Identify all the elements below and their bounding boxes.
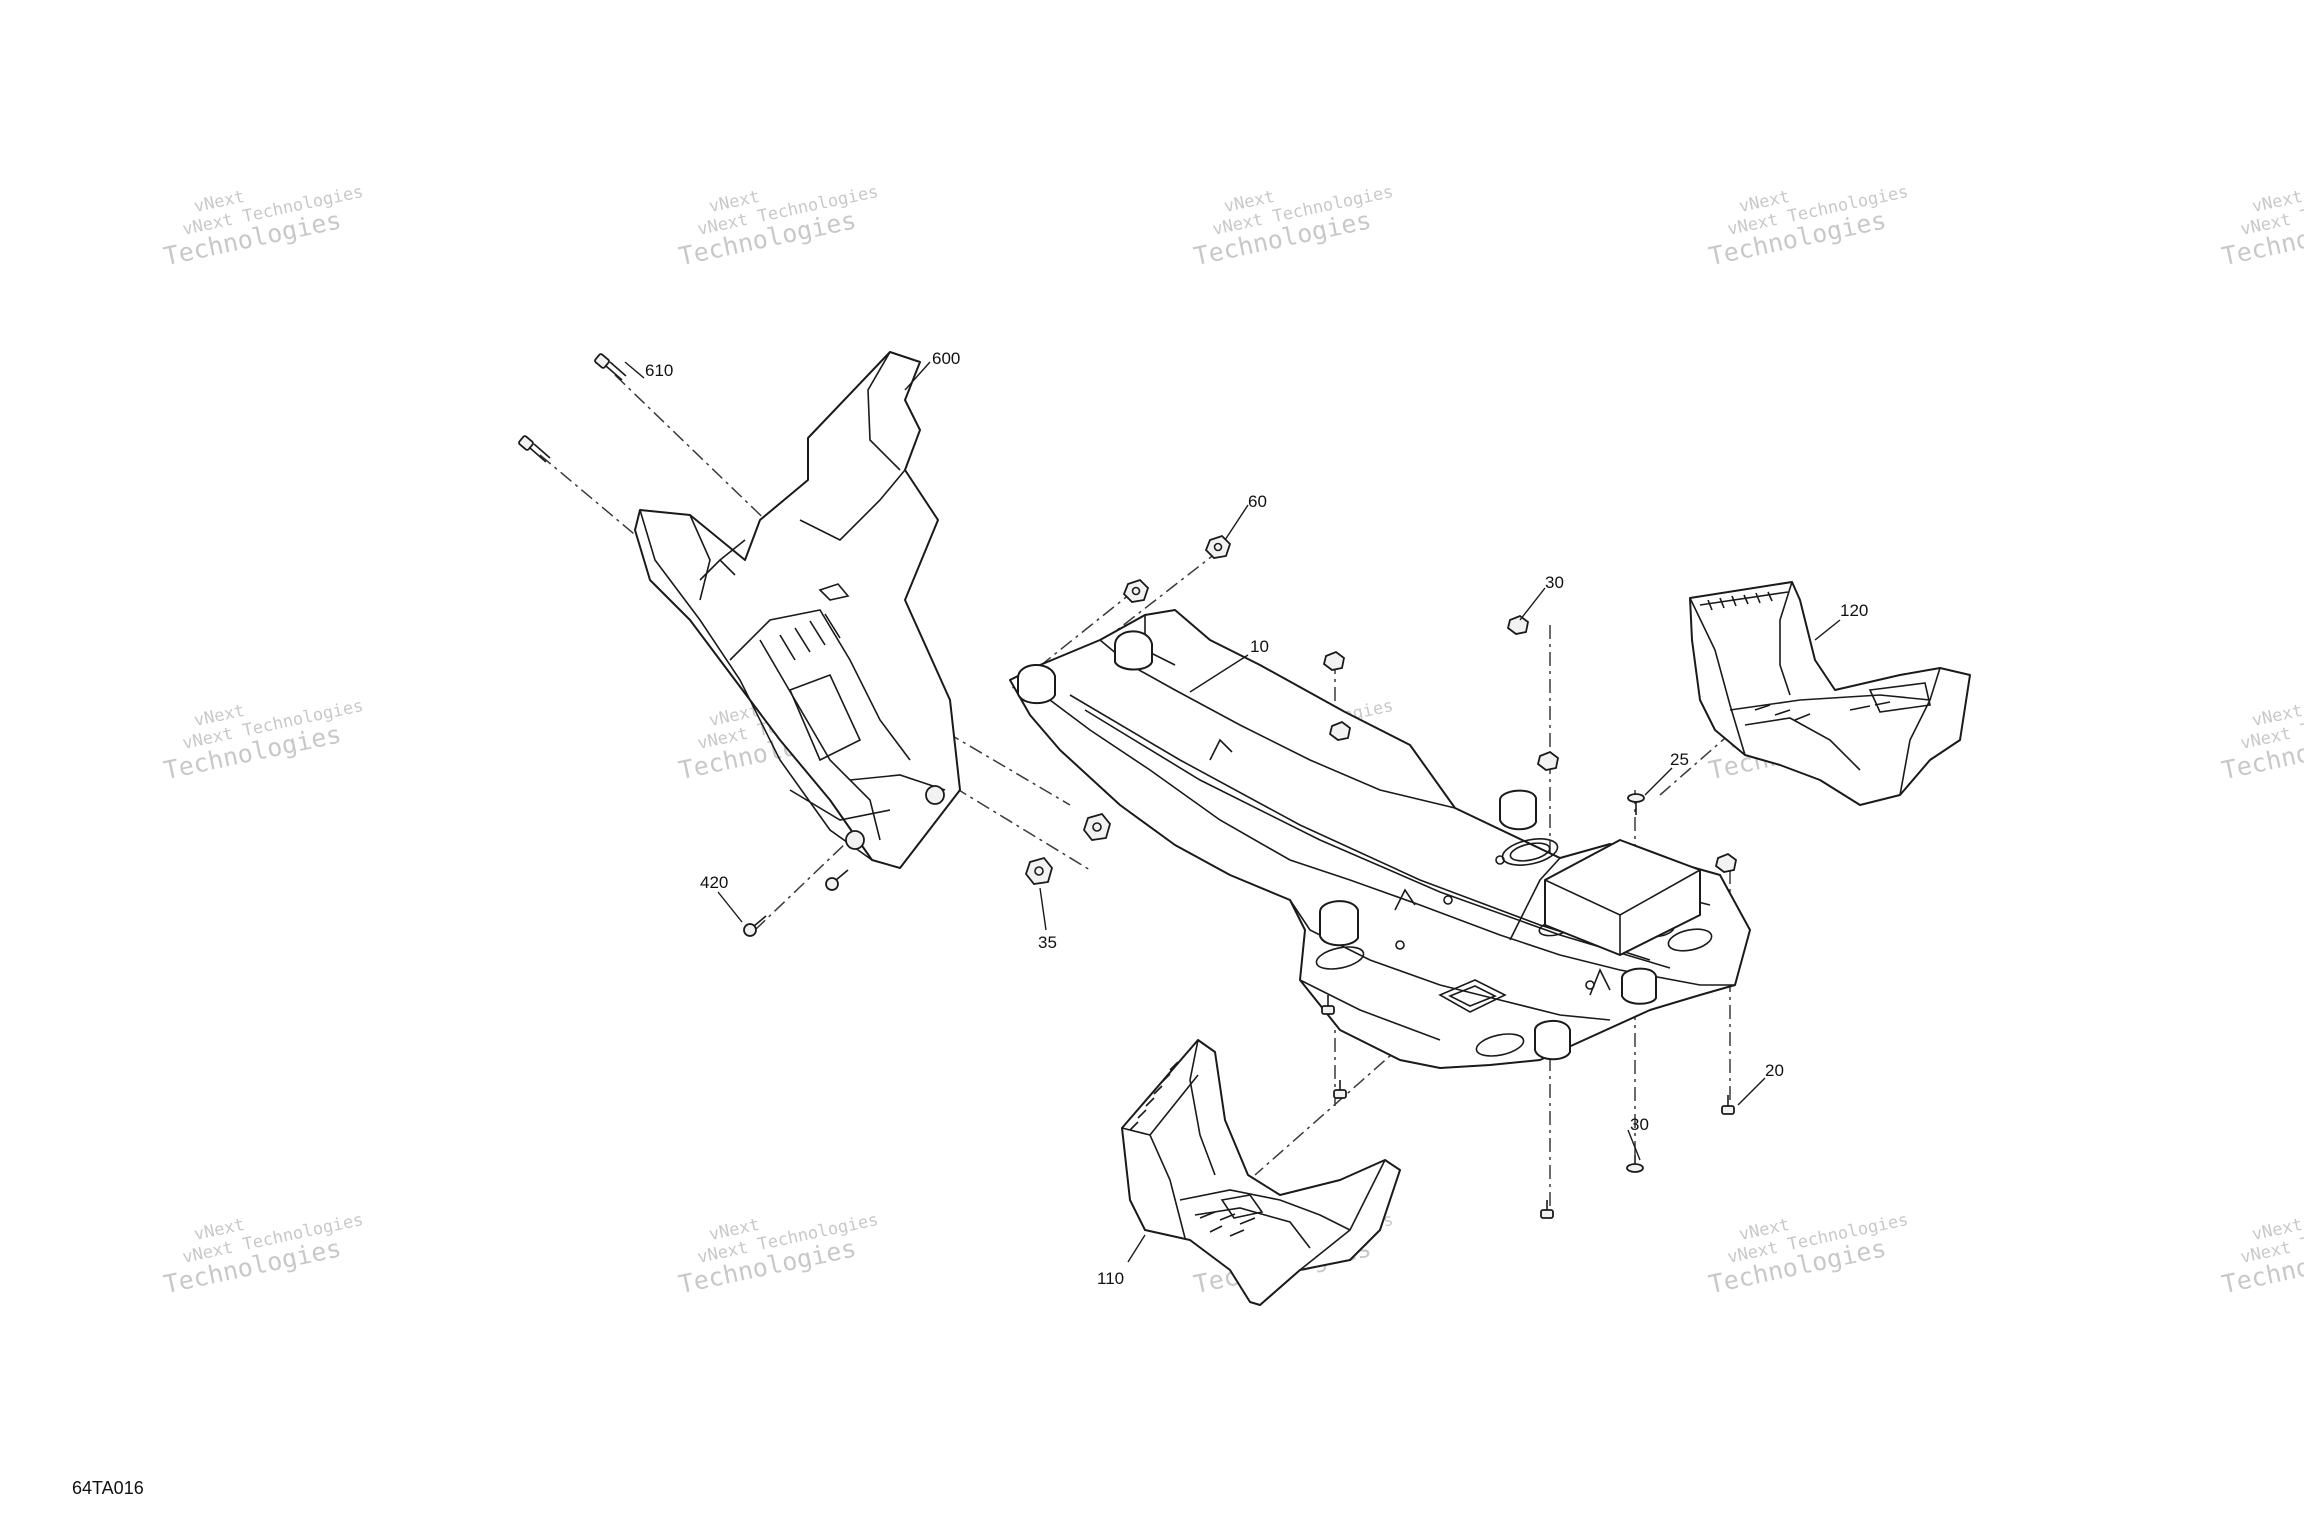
- watermark: vNext vNext Technologies Technologies: [2219, 182, 2304, 271]
- nut-35-a: [1082, 812, 1111, 841]
- callout-600: 600: [932, 349, 960, 368]
- bolt-bottom-a: [1321, 995, 1335, 1015]
- watermark: vNext vNext Technologies Technologies: [161, 182, 365, 271]
- watermark: vNext vNext Technologies Technologies: [676, 182, 880, 271]
- diagram-reference-code: 64TA016: [72, 1478, 144, 1498]
- hardware: [518, 353, 1737, 1219]
- nut-30-top: [1506, 614, 1529, 635]
- watermark: vNext vNext Technologies Technologies: [676, 1210, 880, 1299]
- rivet-25: [1627, 793, 1645, 815]
- nut-top-a: [1322, 650, 1345, 671]
- watermark: vNext vNext Technologies Technologies: [161, 696, 365, 785]
- callout-30-top: 30: [1545, 573, 1564, 592]
- callouts: 610 600 60 10 30 120 25 420 35 20 30 110: [645, 349, 1868, 1288]
- callout-25: 25: [1670, 750, 1689, 769]
- bolt-610-b: [518, 435, 551, 463]
- bolt-20: [1721, 1095, 1735, 1115]
- nut-60-b: [1122, 578, 1150, 603]
- nut-60-a: [1204, 534, 1232, 559]
- screw-420-a: [825, 869, 849, 891]
- callout-35: 35: [1038, 933, 1057, 952]
- part-600-console-bracket: [634, 351, 961, 869]
- callout-420: 420: [700, 873, 728, 892]
- watermark: vNext vNext Technologies Technologies: [2219, 696, 2304, 785]
- callout-30-bottom: 30: [1630, 1115, 1649, 1134]
- bolt-bottom-c: [1540, 1200, 1554, 1219]
- nut-top-b: [1328, 720, 1351, 741]
- screw-420-b: [743, 915, 767, 937]
- callout-60: 60: [1248, 492, 1267, 511]
- callout-20: 20: [1765, 1061, 1784, 1080]
- watermark: vNext vNext Technologies Technologies: [1706, 182, 1910, 271]
- bolt-bottom-b: [1333, 1080, 1347, 1099]
- nut-35-b: [1024, 856, 1053, 885]
- part-10-skid-plate: [1009, 609, 1751, 1069]
- watermark: vNext vNext Technologies Technologies: [161, 1210, 365, 1299]
- callout-120: 120: [1840, 601, 1868, 620]
- nut-top-d: [1714, 852, 1737, 873]
- callout-610: 610: [645, 361, 673, 380]
- watermark: vNext vNext Technologies Technologies: [2219, 1210, 2304, 1299]
- nut-top-c: [1536, 750, 1559, 771]
- bolt-30-bottom: [1626, 1155, 1644, 1173]
- bolt-610-a: [594, 353, 627, 381]
- part-110-left-footwell: [1121, 1039, 1401, 1306]
- watermark: vNext vNext Technologies Technologies: [1191, 182, 1395, 271]
- part-120-right-footwell: [1689, 581, 1971, 806]
- leader-lines: [624, 361, 1841, 1263]
- watermark: vNext vNext Technologies Technologies: [1706, 1210, 1910, 1299]
- callout-10: 10: [1250, 637, 1269, 656]
- callout-110: 110: [1097, 1269, 1124, 1288]
